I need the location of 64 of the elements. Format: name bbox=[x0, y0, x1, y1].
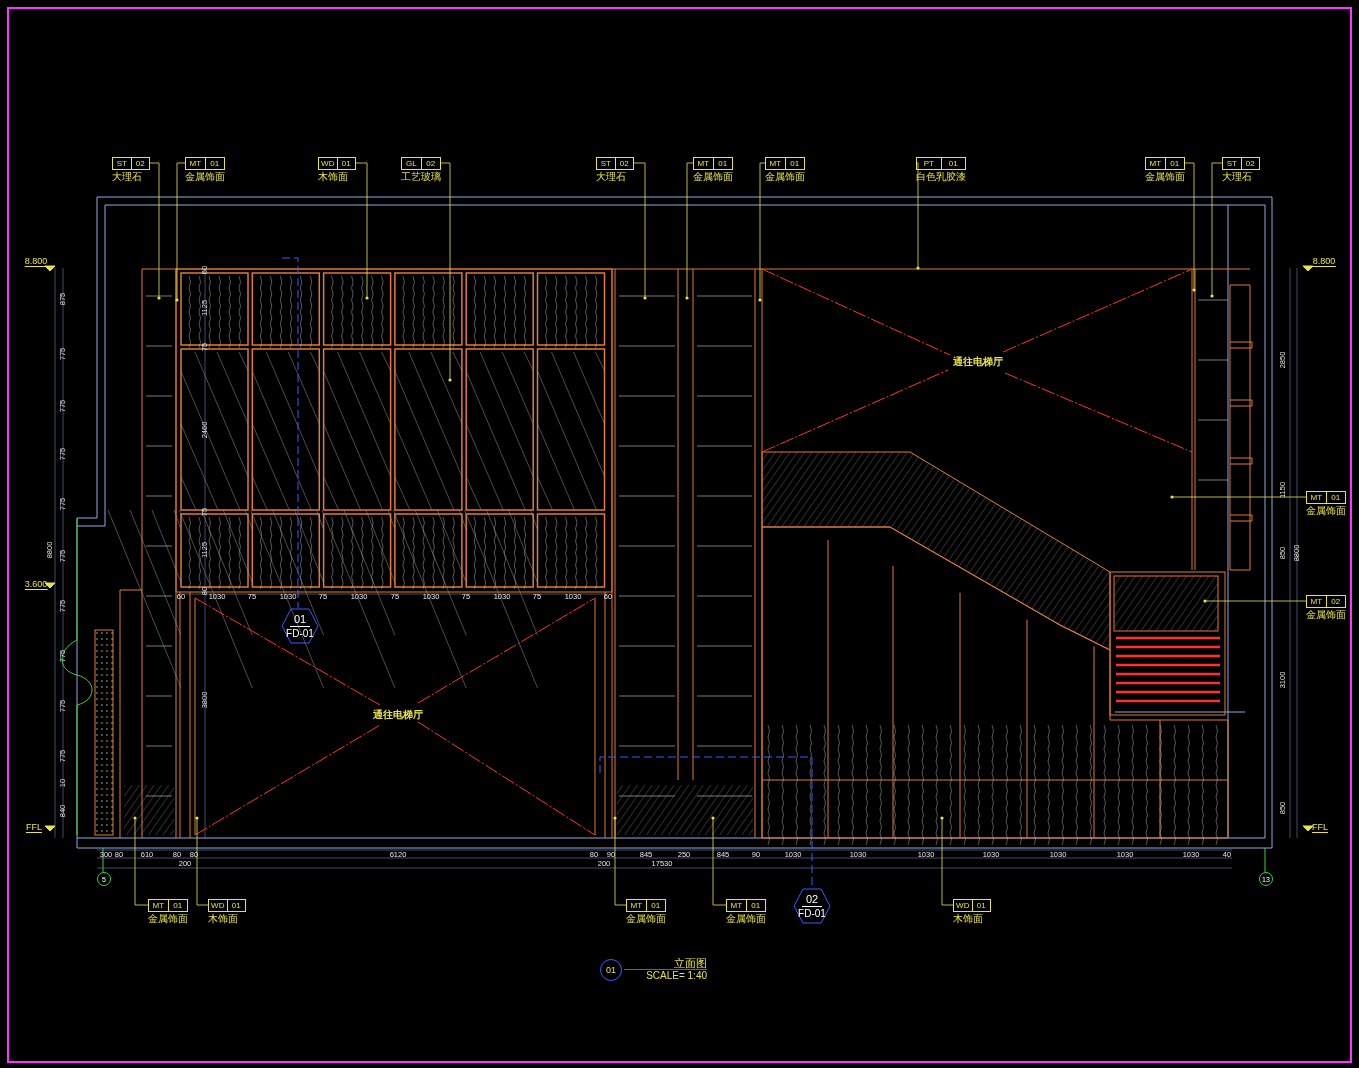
panel-note: 通往电梯厅 bbox=[373, 710, 423, 720]
sheet-number: FD-01 bbox=[286, 626, 314, 640]
level-mark: FFL bbox=[1312, 823, 1328, 833]
material-name: 木饰面 bbox=[208, 913, 239, 925]
material-name: 金属饰面 bbox=[726, 913, 766, 925]
material-code: MT bbox=[727, 900, 747, 911]
material-name: 金属饰面 bbox=[185, 171, 225, 183]
material-code: WD bbox=[319, 158, 338, 169]
material-name: 白色乳胶漆 bbox=[916, 171, 966, 183]
sheet-number: FD-01 bbox=[798, 906, 826, 920]
material-name: 大理石 bbox=[596, 171, 627, 183]
material-code: ST bbox=[1223, 158, 1242, 169]
material-code: MT bbox=[627, 900, 647, 911]
level-mark: 8.800 bbox=[24, 257, 48, 267]
material-number: 01 bbox=[340, 158, 352, 169]
panel-note: 通往电梯厅 bbox=[953, 357, 1003, 367]
material-number: 01 bbox=[1169, 158, 1181, 169]
material-code: WD bbox=[209, 900, 228, 911]
material-code: PT bbox=[917, 158, 942, 169]
material-number: 01 bbox=[750, 900, 762, 911]
material-number: 01 bbox=[1330, 492, 1342, 503]
material-name: 木饰面 bbox=[953, 913, 984, 925]
material-number: 02 bbox=[425, 158, 437, 169]
material-number: 02 bbox=[1244, 158, 1256, 169]
material-code: MT bbox=[766, 158, 786, 169]
material-name: 金属饰面 bbox=[1306, 609, 1346, 621]
material-name: 大理石 bbox=[1222, 171, 1253, 183]
material-name: 金属饰面 bbox=[1145, 171, 1185, 183]
material-code: MT bbox=[186, 158, 206, 169]
material-number: 01 bbox=[172, 900, 184, 911]
material-number: 02 bbox=[134, 158, 146, 169]
level-mark: 3.600 bbox=[24, 580, 48, 590]
material-name: 工艺玻璃 bbox=[401, 171, 441, 183]
material-code: MT bbox=[1307, 596, 1327, 607]
section-number: 01 bbox=[289, 612, 311, 627]
material-code: GL bbox=[402, 158, 422, 169]
material-name: 大理石 bbox=[112, 171, 143, 183]
material-code: WD bbox=[954, 900, 973, 911]
section-number: 02 bbox=[801, 892, 823, 907]
material-code: ST bbox=[113, 158, 132, 169]
material-code: MT bbox=[1307, 492, 1327, 503]
material-number: 01 bbox=[789, 158, 801, 169]
material-number: 01 bbox=[975, 900, 987, 911]
material-name: 金属饰面 bbox=[148, 913, 188, 925]
material-name: 金属饰面 bbox=[765, 171, 805, 183]
material-number: 02 bbox=[618, 158, 630, 169]
material-number: 01 bbox=[230, 900, 242, 911]
material-name: 木饰面 bbox=[318, 171, 349, 183]
material-number: 02 bbox=[1330, 596, 1342, 607]
material-number: 01 bbox=[209, 158, 221, 169]
material-name: 金属饰面 bbox=[626, 913, 666, 925]
level-mark: FFL bbox=[26, 823, 42, 833]
scale-note: SCALE= 1:40 bbox=[646, 970, 707, 982]
material-name: 金属饰面 bbox=[693, 171, 733, 183]
material-number: 01 bbox=[947, 158, 959, 169]
material-code: MT bbox=[149, 900, 169, 911]
material-code: MT bbox=[1146, 158, 1166, 169]
material-number: 01 bbox=[717, 158, 729, 169]
material-name: 金属饰面 bbox=[1306, 505, 1346, 517]
material-code: ST bbox=[597, 158, 616, 169]
material-number: 01 bbox=[650, 900, 662, 911]
view-title: 立面图 bbox=[624, 957, 707, 970]
level-mark: 8.800 bbox=[1312, 257, 1336, 267]
material-code: MT bbox=[694, 158, 714, 169]
